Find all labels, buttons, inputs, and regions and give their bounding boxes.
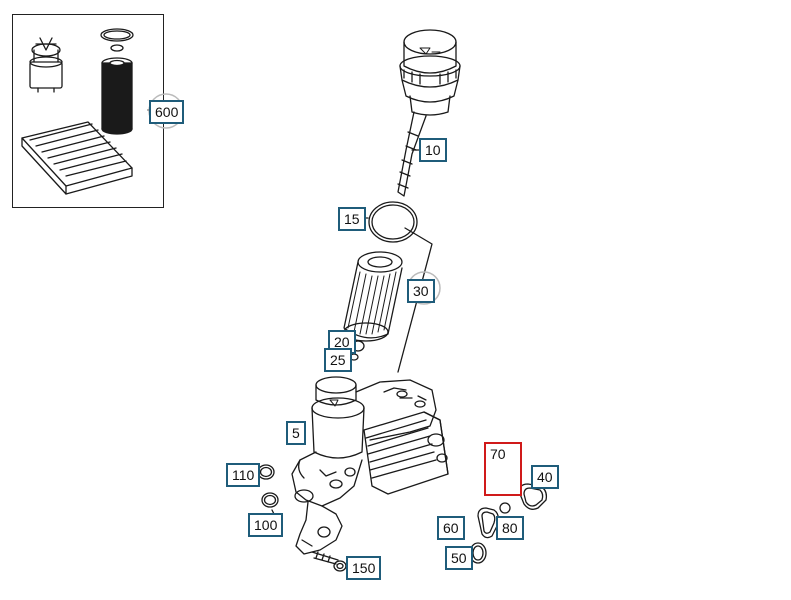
inset-kit-air-filter bbox=[21, 121, 133, 195]
seal-110 bbox=[257, 464, 275, 480]
inset-kit-oring-large bbox=[100, 28, 134, 42]
oring-15 bbox=[368, 201, 418, 243]
callout-25[interactable]: 25 bbox=[324, 348, 352, 372]
filter-element-30 bbox=[343, 251, 403, 342]
oil-cooler bbox=[363, 411, 449, 495]
callout-150[interactable]: 150 bbox=[346, 556, 382, 580]
callout-100[interactable]: 100 bbox=[248, 513, 284, 537]
callout-5[interactable]: 5 bbox=[286, 421, 306, 445]
callout-30[interactable]: 30 bbox=[407, 279, 435, 303]
callout-70[interactable]: 70 bbox=[484, 442, 522, 496]
seal-100 bbox=[261, 492, 279, 508]
callout-600[interactable]: 600 bbox=[149, 100, 185, 124]
callout-60[interactable]: 60 bbox=[437, 516, 465, 540]
callout-15[interactable]: 15 bbox=[338, 207, 366, 231]
callout-40[interactable]: 40 bbox=[531, 465, 559, 489]
inset-kit-filter-housing bbox=[29, 37, 63, 93]
inset-kit-oring-small bbox=[110, 44, 124, 52]
callout-10[interactable]: 10 bbox=[419, 138, 447, 162]
callout-80[interactable]: 80 bbox=[496, 516, 524, 540]
filter-cap-10 bbox=[397, 29, 461, 197]
seal-80 bbox=[499, 502, 511, 514]
inset-kit-filter-element bbox=[101, 57, 133, 135]
callout-110[interactable]: 110 bbox=[226, 463, 261, 487]
bolt-150 bbox=[311, 551, 347, 572]
callout-50[interactable]: 50 bbox=[445, 546, 473, 570]
